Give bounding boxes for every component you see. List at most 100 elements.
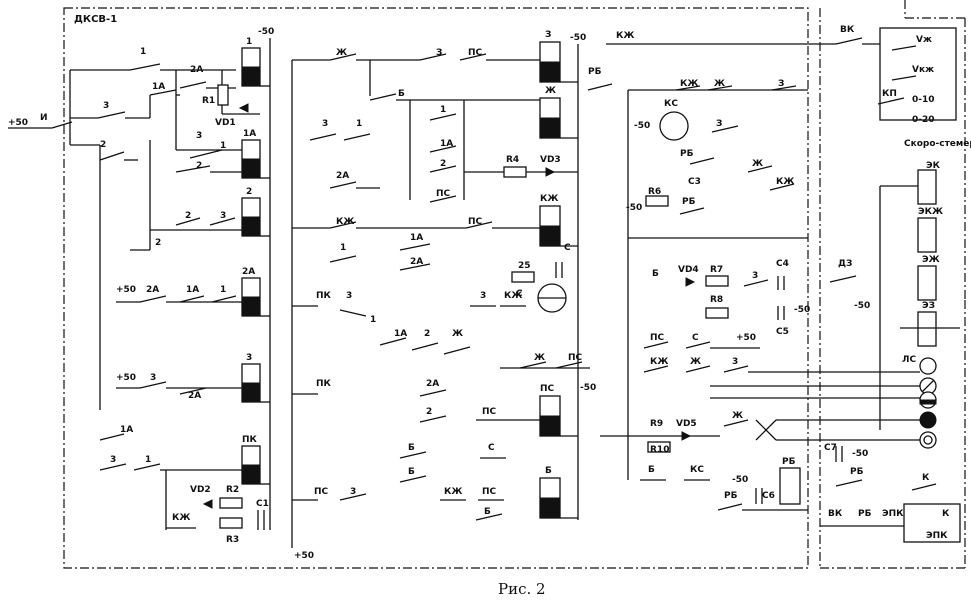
diode-vd2 (202, 499, 213, 509)
svg-text:2А: 2А (188, 391, 201, 401)
svg-text:-50: -50 (580, 383, 596, 393)
svg-text:-50: -50 (258, 27, 274, 37)
svg-text:КЖ: КЖ (650, 357, 668, 367)
svg-text:С: С (516, 289, 523, 299)
svg-text:Б: Б (648, 465, 655, 475)
svg-text:3: 3 (350, 487, 356, 497)
svg-text:ЛС: ЛС (902, 355, 916, 365)
svg-text:1: 1 (340, 243, 346, 253)
svg-text:-50: -50 (794, 305, 810, 315)
svg-text:ЭПК: ЭПК (926, 531, 948, 541)
svg-text:З: З (545, 30, 551, 40)
resistor-r10 (647, 441, 671, 453)
svg-text:ВК: ВК (828, 509, 843, 519)
svg-text:Ж: Ж (336, 48, 347, 58)
resistor-r7 (705, 275, 729, 287)
svg-text:1: 1 (145, 455, 151, 465)
resistor-r1 (217, 84, 229, 106)
coil-ek (917, 169, 937, 205)
svg-text:C: C (564, 243, 571, 253)
svg-text:2: 2 (246, 187, 252, 197)
svg-text:КЖ: КЖ (336, 217, 354, 227)
coil-ekzh (917, 217, 937, 253)
svg-text:1А: 1А (186, 285, 199, 295)
svg-text:З: З (716, 119, 722, 129)
relay-coil-ps: ПС (539, 384, 561, 437)
svg-text:РБ: РБ (850, 467, 864, 477)
svg-text:ПС: ПС (468, 48, 483, 58)
relay-coil-1: 1 (241, 37, 261, 87)
svg-text:3: 3 (246, 353, 252, 363)
relay-coil-2: 2 (241, 187, 261, 237)
svg-text:3: 3 (346, 291, 352, 301)
svg-text:R2: R2 (226, 485, 239, 495)
svg-text:Б: Б (408, 443, 415, 453)
svg-text:КЖ: КЖ (680, 79, 698, 89)
svg-text:РБ: РБ (724, 491, 738, 501)
svg-text:РБ: РБ (588, 67, 602, 77)
svg-text:C7: C7 (824, 443, 837, 453)
svg-text:ПК: ПК (316, 379, 332, 389)
svg-text:R3: R3 (226, 535, 239, 545)
supply-plus50-left: +50 (8, 118, 28, 128)
svg-text:Ж: Ж (690, 357, 701, 367)
svg-text:R1: R1 (202, 96, 215, 106)
svg-text:+50: +50 (116, 373, 136, 383)
relay-coil-pk: ПК (241, 435, 261, 485)
svg-text:R6: R6 (648, 187, 661, 197)
svg-text:VD3: VD3 (540, 155, 561, 165)
svg-text:+50: +50 (116, 285, 136, 295)
svg-text:КС: КС (690, 465, 704, 475)
svg-text:ПК: ПК (316, 291, 332, 301)
relay-coil-z: З (539, 30, 561, 83)
relay-coil-1a: 1А (241, 129, 261, 179)
resistor-r3 (219, 517, 243, 529)
svg-text:ЭК: ЭК (926, 161, 941, 171)
svg-text:1А: 1А (410, 233, 423, 243)
svg-text:КЖ: КЖ (444, 487, 462, 497)
svg-text:ПС: ПС (314, 487, 329, 497)
svg-text:1А: 1А (440, 139, 453, 149)
svg-text:2А: 2А (410, 257, 423, 267)
svg-text:VD2: VD2 (190, 485, 211, 495)
signal-lamps (919, 357, 937, 449)
resistor-r8 (705, 307, 729, 319)
svg-text:РБ: РБ (680, 149, 694, 159)
svg-text:С: С (488, 443, 495, 453)
svg-text:2: 2 (185, 211, 191, 221)
svg-text:Ж: Ж (545, 86, 556, 96)
relay-coil-zh: Ж (539, 86, 561, 139)
svg-text:1: 1 (246, 37, 252, 47)
svg-text:1А: 1А (120, 425, 133, 435)
relay-coil-3: 3 (241, 353, 261, 403)
svg-text:Б: Б (652, 269, 659, 279)
diode-vd1 (238, 103, 249, 113)
svg-text:2А: 2А (190, 65, 203, 75)
svg-text:КЖ: КЖ (776, 177, 794, 187)
svg-text:Vж: Vж (916, 35, 932, 45)
figure-caption: Рис. 2 (498, 580, 546, 598)
svg-text:VD4: VD4 (678, 265, 699, 275)
svg-text:Б: Б (545, 466, 552, 476)
svg-text:1: 1 (140, 47, 146, 57)
svg-text:3: 3 (732, 357, 738, 367)
svg-text:2: 2 (155, 238, 161, 248)
svg-text:ЭПК: ЭПК (882, 509, 904, 519)
svg-text:-50: -50 (852, 449, 868, 459)
svg-text:РБ: РБ (858, 509, 872, 519)
svg-text:C3: C3 (688, 177, 701, 187)
svg-text:Б: Б (398, 89, 405, 99)
svg-text:1А: 1А (243, 129, 256, 139)
svg-text:1: 1 (440, 105, 446, 115)
svg-text:ПК: ПК (242, 435, 258, 445)
svg-text:-50: -50 (732, 475, 748, 485)
svg-text:-50: -50 (634, 121, 650, 131)
svg-text:1: 1 (220, 285, 226, 295)
svg-text:РБ: РБ (782, 457, 796, 467)
svg-text:С: С (692, 333, 699, 343)
svg-text:C5: C5 (776, 327, 789, 337)
svg-text:ЭЖ: ЭЖ (922, 255, 940, 265)
relay-coil-ks (659, 111, 689, 141)
svg-text:2: 2 (426, 407, 432, 417)
